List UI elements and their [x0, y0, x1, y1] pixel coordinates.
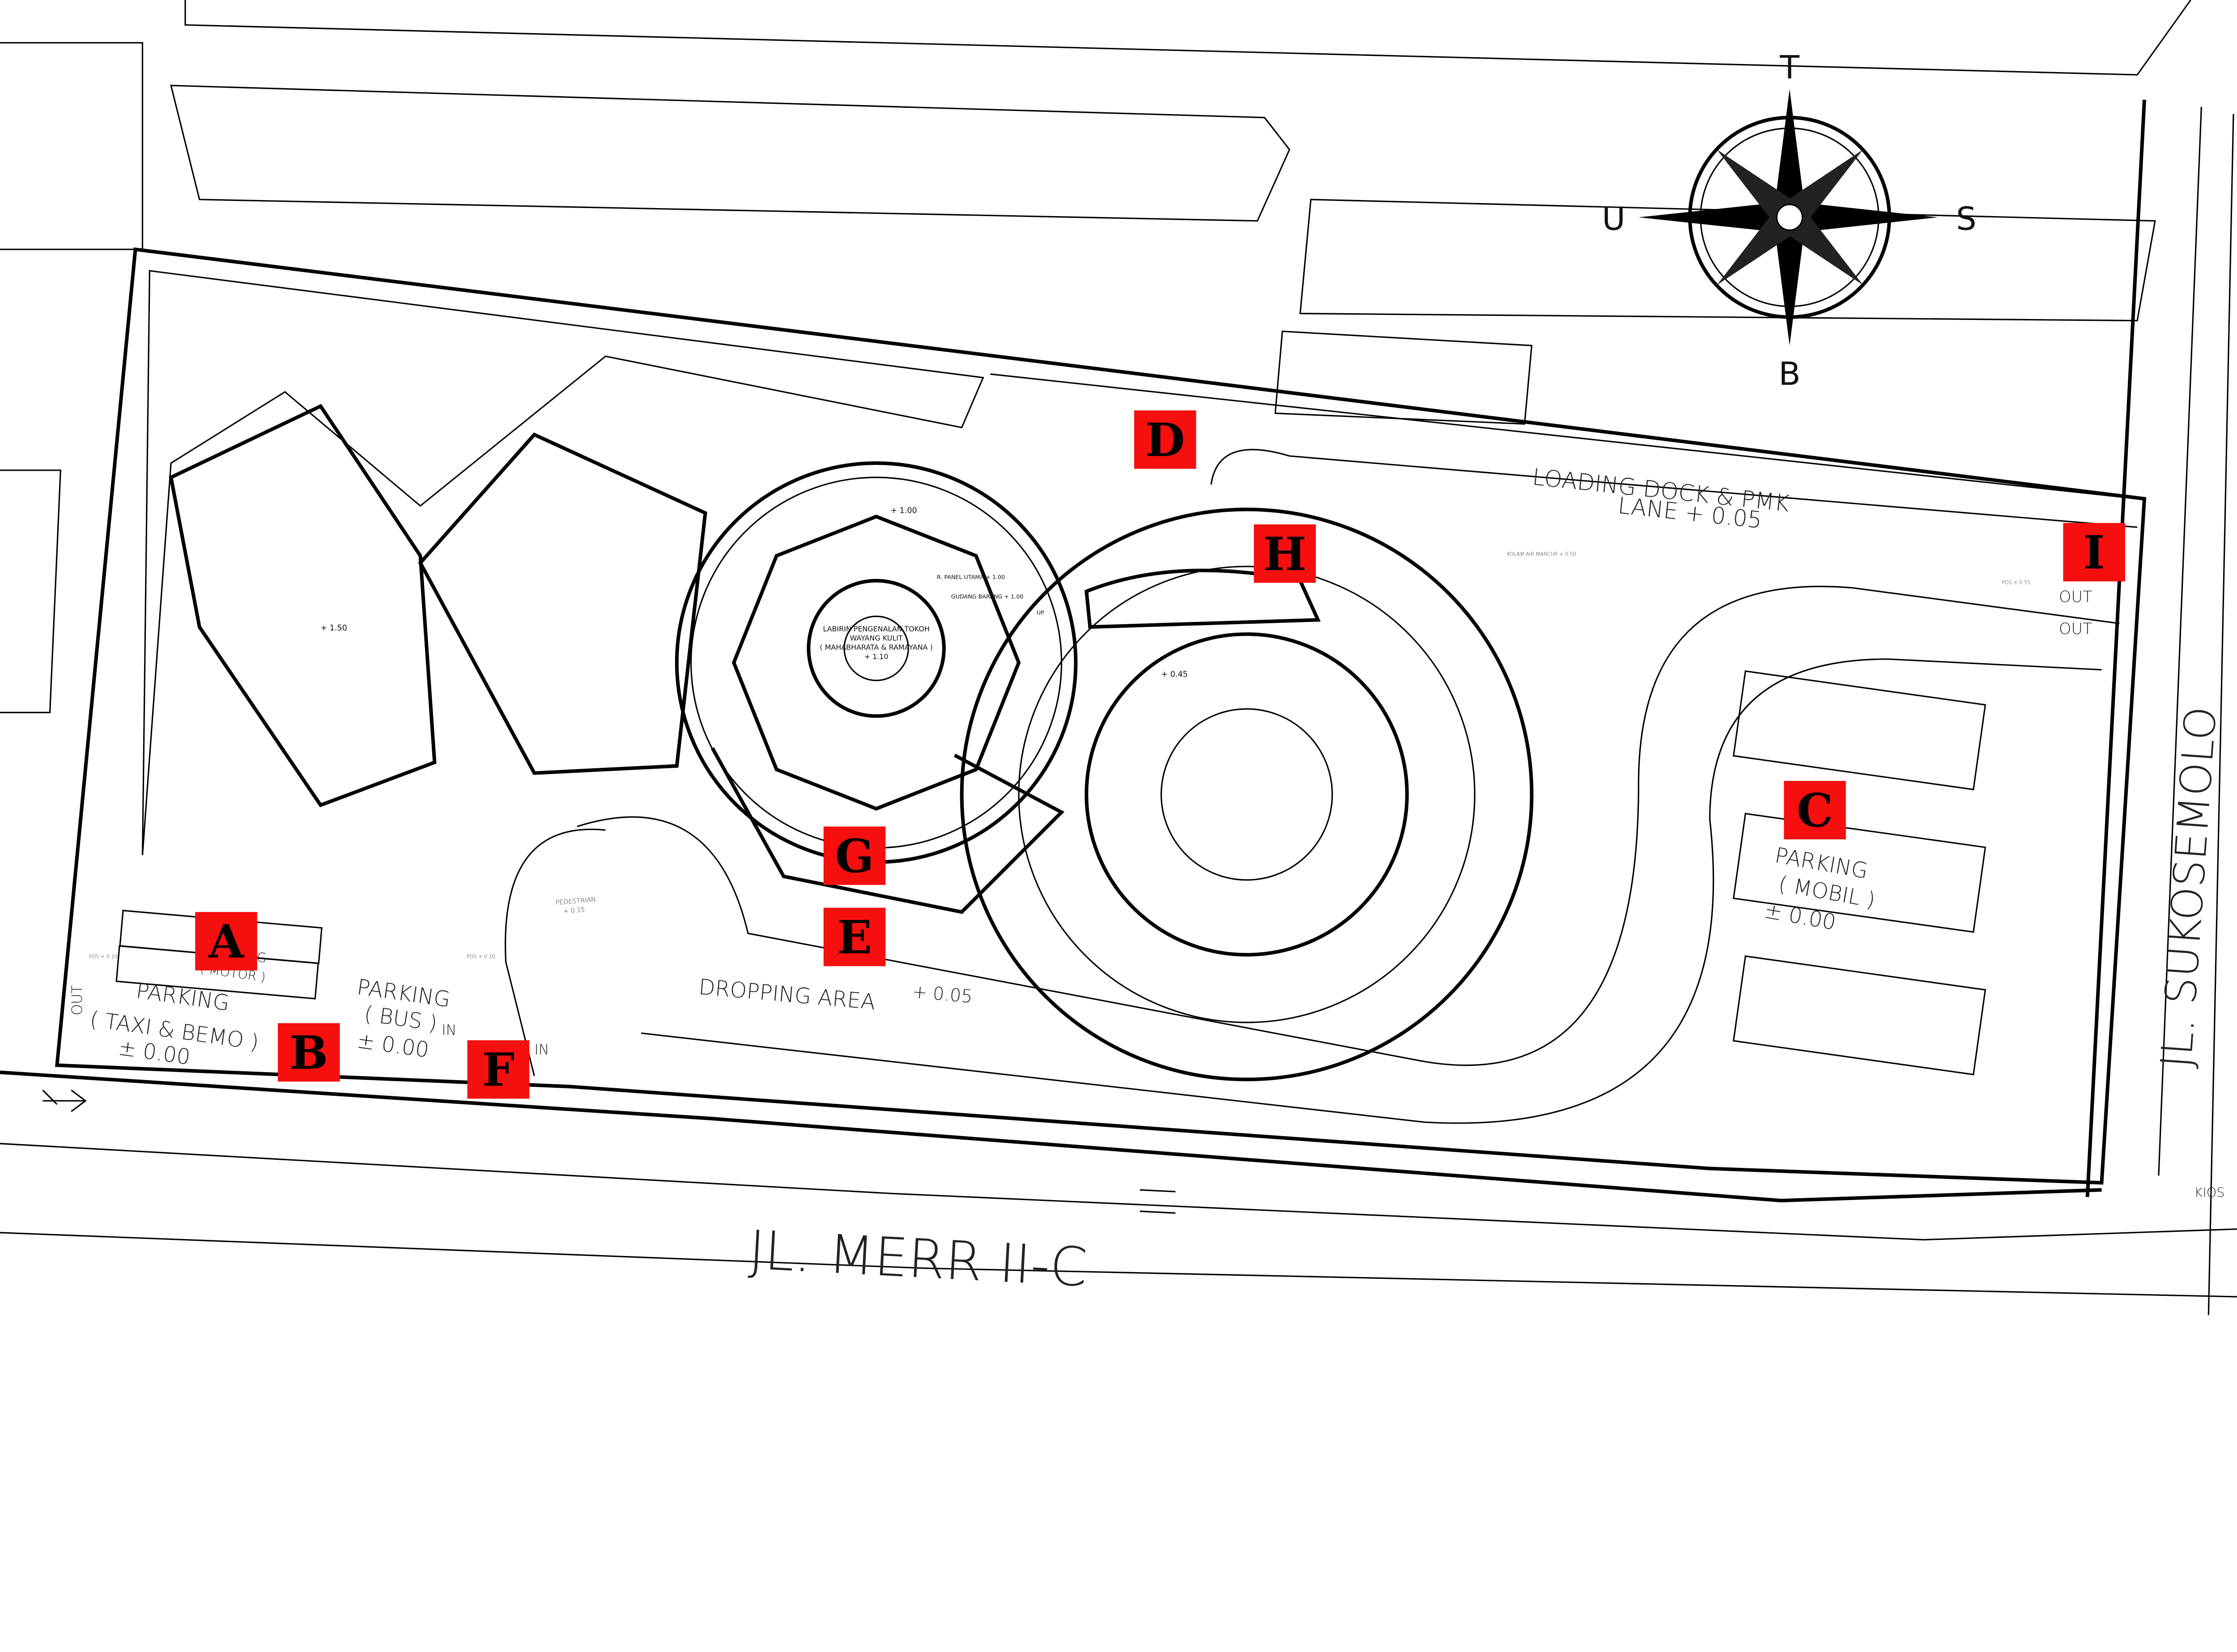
- entry-road: [505, 828, 606, 1076]
- level-045: + 0.45: [1161, 670, 1188, 679]
- surrounding-blocks: [0, 0, 2191, 713]
- pedestrian-level: + 0.15: [563, 906, 586, 915]
- marker-e: E: [823, 907, 886, 967]
- parking-taxi-label: PARKING: [135, 979, 231, 1016]
- service-loop: [641, 658, 2102, 1124]
- gudang-room: GUDANG BARANG + 1.00: [951, 594, 1024, 600]
- loading-lane: [990, 373, 2138, 500]
- marker-c-label: C: [1797, 784, 1833, 838]
- marker-f: F: [467, 1040, 530, 1099]
- marker-a: A: [195, 912, 257, 971]
- compass-rose: T B U S: [1602, 48, 1976, 392]
- roads: [0, 99, 2237, 1316]
- kios-label: KIOS: [2194, 1185, 2224, 1200]
- left-wing: [169, 404, 437, 808]
- out-label-3: OUT: [2059, 620, 2092, 638]
- north-garden: [141, 270, 984, 855]
- marker-d-label: D: [1145, 413, 1185, 467]
- labirin-line-2: WAYANG KULIT: [850, 634, 903, 643]
- labirin-line-3: ( MAHABHARATA & RAMAYANA ): [820, 643, 932, 651]
- pos-2: POS + 0.10: [467, 954, 495, 960]
- south-entrance: [710, 747, 1065, 914]
- pedestrian-label: PEDESTRIAN: [555, 896, 596, 907]
- labirin-line-4: + 1.10: [864, 652, 889, 661]
- level-150: + 1.50: [321, 624, 347, 633]
- drop-off-loop: [577, 586, 2120, 1066]
- in-label-2: IN: [534, 1041, 549, 1058]
- library-wing: [418, 432, 707, 775]
- kolam-label: KOLAM AIR MANCUR + 0.50: [1507, 551, 1576, 557]
- marker-h: H: [1254, 524, 1316, 583]
- marker-f-label: F: [482, 1043, 515, 1097]
- marker-b-label: B: [289, 1026, 328, 1080]
- marker-h-label: H: [1263, 528, 1306, 581]
- parking-mobil: [1732, 670, 1986, 1076]
- compass-b: B: [1778, 355, 1800, 392]
- marker-i-label: I: [2084, 526, 2105, 580]
- marker-i: I: [2063, 523, 2125, 582]
- marker-g-label: G: [835, 830, 874, 883]
- pos-3: POS + 0.55: [2002, 580, 2031, 586]
- road-merr: JL. MERR II-C: [747, 1219, 1089, 1299]
- central-rotunda: [675, 461, 1078, 864]
- out-label-2: OUT: [2059, 588, 2092, 606]
- level-100: + 1.00: [890, 506, 917, 515]
- marker-a-label: A: [208, 915, 245, 969]
- site-plan: T B U S JL. MERR II-C JL. SUKOSEMOLO KIO…: [0, 0, 2237, 1316]
- pos-1: POS + 0.10: [89, 954, 118, 960]
- museum-rings: [960, 507, 1534, 1081]
- compass-s: S: [1956, 200, 1976, 238]
- marker-b: B: [278, 1023, 340, 1082]
- marker-c: C: [1784, 781, 1846, 839]
- loading-lane-edge: [1210, 449, 2138, 528]
- out-label-1: OUT: [68, 985, 85, 1015]
- marker-d: D: [1134, 410, 1196, 469]
- site-boundary: [55, 247, 2147, 1185]
- panel-room: R. PANEL UTAMA + 1.00: [937, 574, 1005, 581]
- marker-e-label: E: [837, 911, 872, 965]
- compass-t: T: [1779, 48, 1799, 86]
- dropping-area-label: DROPPING AREA: [697, 975, 876, 1014]
- labirin-line-1: LABIRIN PENGENALAN TOKOH: [823, 625, 929, 633]
- compass-u: U: [1602, 200, 1625, 238]
- dropping-area-level: + 0.05: [911, 981, 973, 1007]
- markers: A B C D E F G H I: [195, 410, 2125, 1099]
- marker-g: G: [823, 826, 886, 885]
- stair-up: UP: [1037, 609, 1044, 616]
- in-label-1: IN: [442, 1022, 456, 1039]
